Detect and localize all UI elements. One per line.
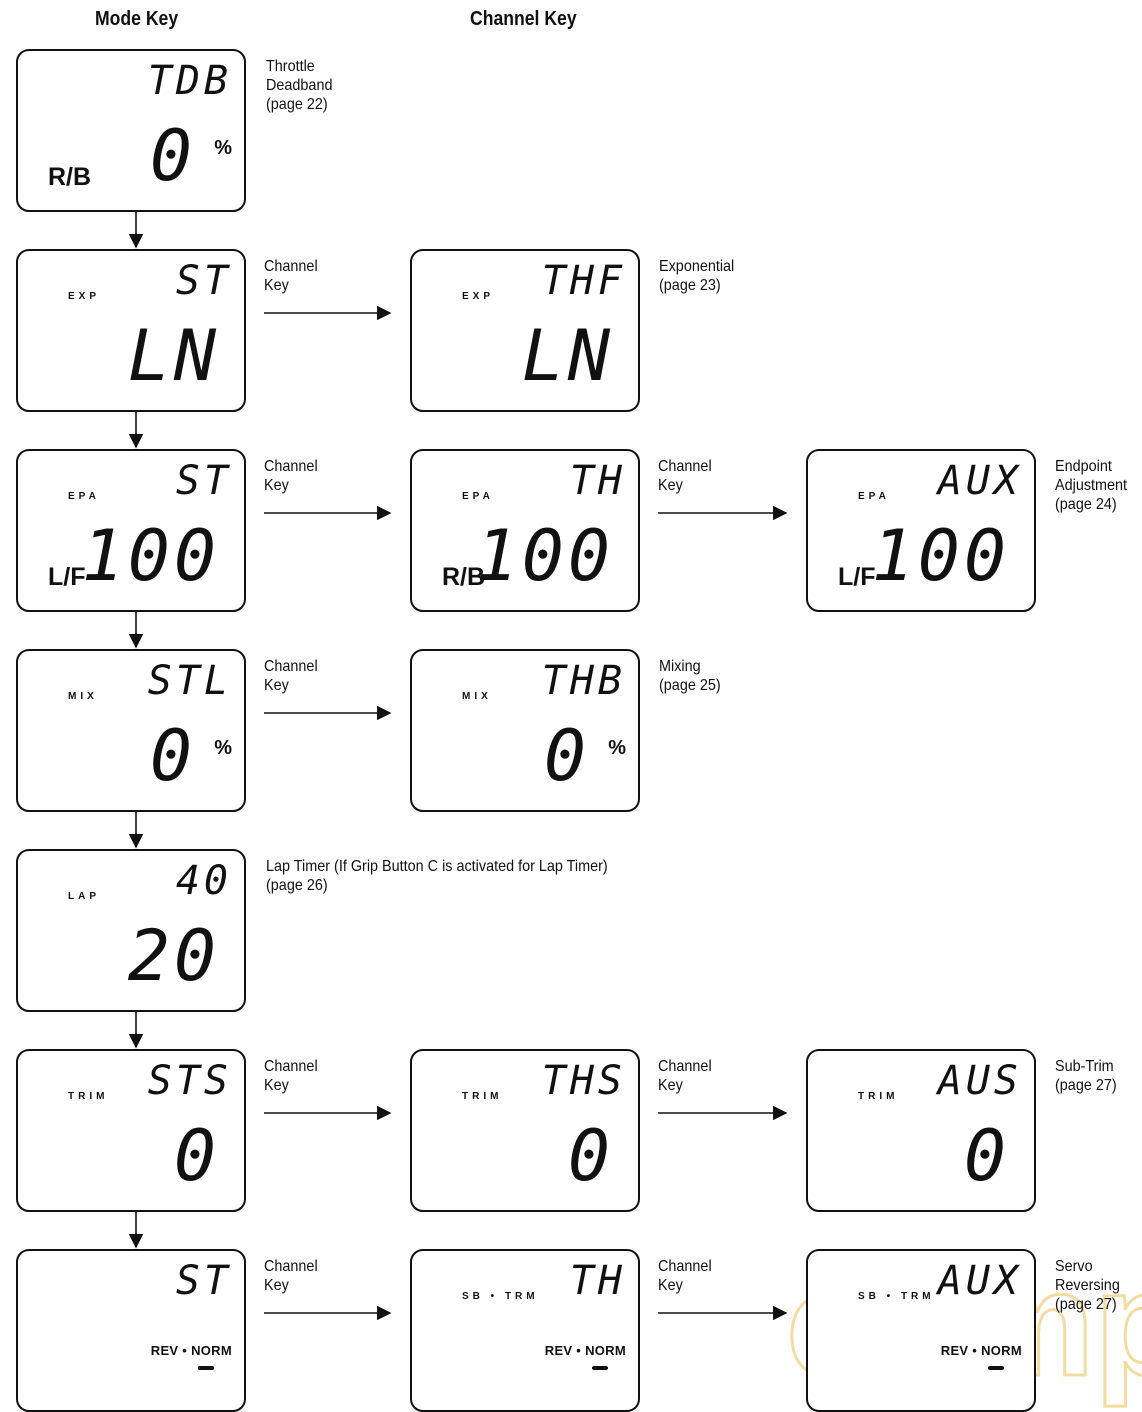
segment-top-readout: TH [569,1258,626,1304]
function-caption: Throttle Deadband (page 22) [266,58,333,113]
segment-top-readout: STS [147,1058,232,1104]
lcd-screen: TRIM AUS 0 [806,1049,1036,1212]
segment-value-readout: 0 [173,1115,220,1197]
mode-indicator: SB • TRM [462,1291,539,1302]
mode-indicator: EXP [462,291,495,302]
reverse-normal-label: REV • NORM [544,1343,626,1358]
direction-label: R/B [48,163,92,191]
segment-value-readout: LN [521,315,614,397]
segment-value-readout: 100 [871,515,1010,597]
mode-indicator: LAP [68,891,100,902]
channel-key-header: Channel Key [470,8,577,30]
selection-indicator [988,1366,1004,1370]
segment-value-readout: 0 [149,715,196,797]
segment-top-readout: ST [175,458,232,504]
direction-label: L/F [48,563,86,591]
segment-value-readout: 100 [81,515,220,597]
channel-key-label: Channel Key [658,1258,712,1294]
segment-value-readout: 0 [963,1115,1010,1197]
segment-top-readout: ST [175,1258,232,1304]
segment-value-readout: 0 [543,715,590,797]
segment-top-readout: AUX [937,1258,1022,1304]
channel-key-label: Channel Key [264,458,318,494]
segment-top-readout: ST [175,258,232,304]
segment-value-readout: 0 [149,115,196,197]
segment-top-readout: THS [541,1058,626,1104]
mode-indicator: MIX [462,691,492,702]
mode-indicator: EPA [858,491,890,502]
selection-indicator [592,1366,608,1370]
channel-key-label: Channel Key [264,1258,318,1294]
segment-top-readout: AUS [937,1058,1022,1104]
function-caption: Mixing (page 25) [659,658,721,694]
segment-top-readout: 40 [175,858,232,904]
channel-key-label: Channel Key [264,658,318,694]
segment-value-readout: LN [127,315,220,397]
channel-key-label: Channel Key [264,1058,318,1094]
mode-indicator: EPA [462,491,494,502]
percent-sign: % [214,137,232,159]
lcd-screen: MIX STL 0% [16,649,246,812]
segment-value-readout: 0 [567,1115,614,1197]
lcd-screen: EXP THF LN [410,249,640,412]
segment-top-readout: TDB [147,58,232,104]
channel-key-label: Channel Key [264,258,318,294]
function-caption: Exponential (page 23) [659,258,735,294]
segment-top-readout: TH [569,458,626,504]
segment-value-readout: 100 [475,515,614,597]
channel-key-label: Channel Key [658,458,712,494]
mode-indicator: SB • TRM [858,1291,935,1302]
reverse-normal-label: REV • NORM [940,1343,1022,1358]
lcd-screen: ST REV • NORM [16,1249,246,1412]
mode-indicator: EXP [68,291,101,302]
reverse-normal-label: REV • NORM [150,1343,232,1358]
function-caption: Lap Timer (If Grip Button C is activated… [266,858,608,894]
segment-value-readout: 20 [127,915,220,997]
mode-indicator: TRIM [462,1091,503,1102]
segment-top-readout: STL [147,658,232,704]
percent-sign: % [214,737,232,759]
percent-sign: % [608,737,626,759]
channel-key-label: Channel Key [658,1058,712,1094]
lcd-screen: LAP 40 20 [16,849,246,1012]
lcd-screen: EXP ST LN [16,249,246,412]
function-caption: Servo Reversing (page 27) [1055,1258,1120,1313]
segment-top-readout: THF [541,258,626,304]
lcd-screen: SB • TRM TH REV • NORM [410,1249,640,1412]
lcd-screen: TDB 0% R/B [16,49,246,212]
lcd-screen: TRIM STS 0 [16,1049,246,1212]
lcd-screen: TRIM THS 0 [410,1049,640,1212]
mode-key-header: Mode Key [95,8,179,30]
selection-indicator [198,1366,214,1370]
function-caption: Endpoint Adjustment (page 24) [1055,458,1128,513]
mode-indicator: MIX [68,691,98,702]
segment-top-readout: AUX [937,458,1022,504]
mode-indicator: TRIM [858,1091,899,1102]
mode-indicator: TRIM [68,1091,109,1102]
mode-indicator: EPA [68,491,100,502]
direction-label: L/F [838,563,876,591]
function-caption: Sub-Trim (page 27) [1055,1058,1117,1094]
segment-top-readout: THB [541,658,626,704]
direction-label: R/B [442,563,486,591]
lcd-screen: MIX THB 0% [410,649,640,812]
